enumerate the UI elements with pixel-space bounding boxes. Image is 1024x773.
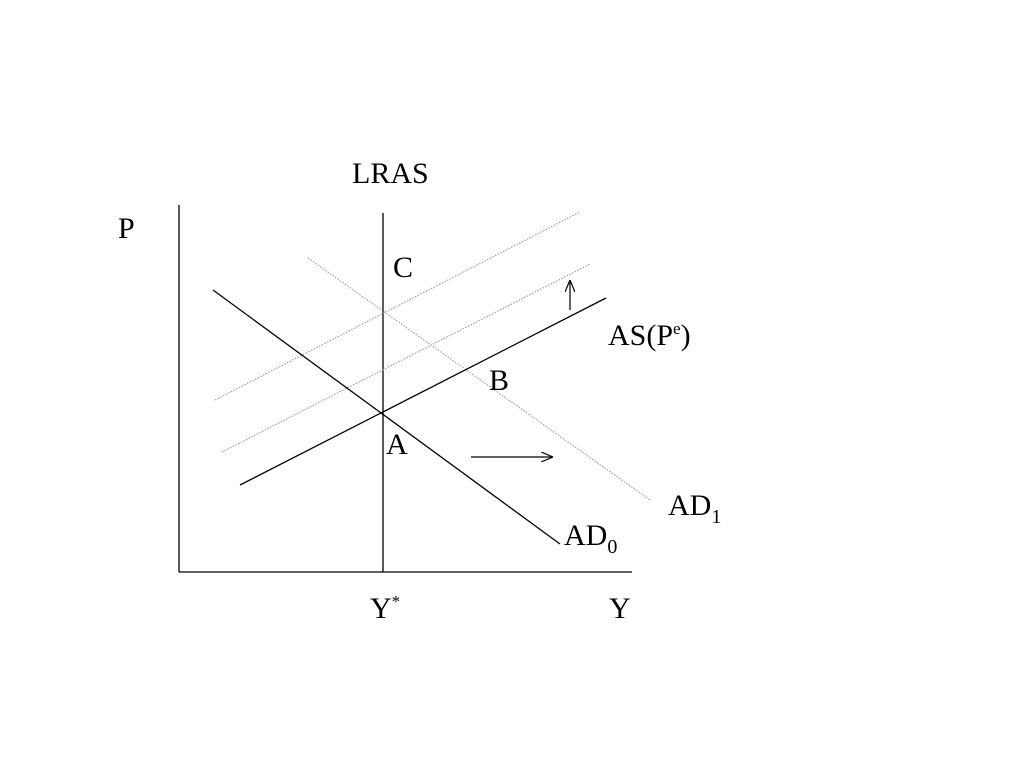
ad1-label-sub: 1	[711, 506, 721, 528]
as-shifted-curve-upper	[214, 211, 581, 401]
as-label: AS(Pe)	[608, 319, 691, 352]
ad0-label: AD0	[564, 519, 617, 558]
as-curve	[239, 297, 607, 486]
point-c-label: C	[393, 251, 413, 284]
ad1-label: AD1	[668, 489, 721, 528]
ad0-label-base: AD	[564, 519, 607, 552]
as-shifted-curve-middle	[221, 263, 591, 453]
ad1-curve	[307, 257, 651, 501]
y-star-label: Y*	[370, 592, 400, 625]
y-star-sup: *	[392, 592, 401, 611]
as-label-suffix: )	[681, 319, 691, 352]
point-b-label: B	[489, 364, 509, 397]
as-label-prefix: AS(P	[608, 319, 673, 352]
y-star-base: Y	[370, 592, 392, 625]
p-axis-label: P	[118, 212, 135, 245]
ad0-label-sub: 0	[607, 536, 617, 558]
ad1-label-base: AD	[668, 489, 711, 522]
as-label-sup: e	[673, 319, 681, 338]
ad0-curve	[212, 289, 561, 545]
y-axis-label: Y	[609, 592, 631, 625]
point-a-label: A	[386, 428, 408, 461]
lras-label: LRAS	[352, 157, 429, 190]
